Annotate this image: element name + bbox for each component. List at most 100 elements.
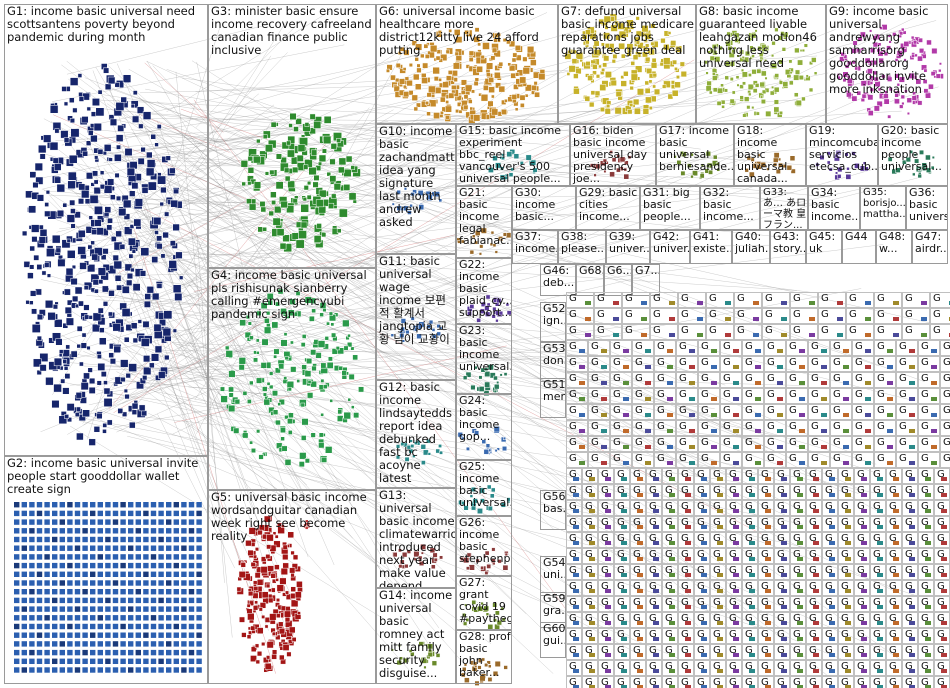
small-group-cell: G	[822, 532, 838, 548]
small-group-cell-label: G	[857, 485, 865, 496]
g1-node	[80, 342, 87, 349]
small-group-cell: G	[886, 484, 902, 500]
small-group-cell-label: G	[585, 533, 593, 544]
small-group-cell-label: G	[889, 485, 897, 496]
group-panel-g36: G36: basic universal...	[906, 186, 948, 230]
group-label-g41: G41: existe...	[693, 230, 731, 255]
small-group-cell-label: G	[937, 645, 945, 656]
small-group-node	[837, 333, 843, 337]
small-group-cell-label: G	[617, 485, 625, 496]
edge	[169, 340, 887, 652]
small-group-node	[697, 317, 703, 321]
group-panel-g20: G20: basic income people universal...	[878, 124, 948, 186]
small-group-cell: G	[902, 564, 918, 580]
small-group-cell: G	[762, 324, 790, 340]
small-group-cell-label: G	[657, 341, 665, 352]
small-group-cell: G	[934, 516, 950, 532]
small-group-node	[837, 317, 843, 321]
small-group-node	[733, 461, 739, 465]
group-label-g3: G3: minister basic ensure income recover…	[211, 4, 376, 57]
small-group-cell-label: G	[793, 533, 801, 544]
g1-node	[116, 144, 121, 150]
edge	[145, 88, 577, 168]
small-group-cell: G	[566, 580, 582, 596]
small-group-cell: G	[720, 436, 742, 452]
small-group-cell-label: G	[761, 549, 769, 560]
small-group-cell-label: G	[681, 309, 689, 320]
small-group-cell: G	[630, 548, 646, 564]
g1-node	[88, 438, 96, 446]
small-group-cell: G	[582, 660, 598, 676]
small-group-cell-label: G	[809, 597, 817, 608]
group-panel-g19: G19: mincomcuba servicios etecsa_cub...	[806, 124, 878, 186]
small-group-cell: G	[902, 468, 918, 484]
small-group-cell-label: G	[633, 533, 641, 544]
small-group-cell-label: G	[841, 469, 849, 480]
g1-node	[159, 201, 164, 207]
g1-node	[102, 423, 108, 428]
g1-node	[129, 224, 135, 229]
small-group-cell-label: G	[745, 549, 753, 560]
edge	[195, 55, 818, 92]
small-group-cell-label: G	[825, 549, 833, 560]
small-group-cell: G	[886, 660, 902, 676]
small-group-cell-label: G	[679, 453, 687, 464]
small-group-cell: G	[764, 340, 786, 356]
small-group-cell-label: G	[777, 661, 785, 672]
small-group-node	[667, 349, 673, 353]
small-group-node	[623, 461, 629, 465]
group-label-g13: G13: universal basic income climatewarri…	[379, 488, 455, 588]
small-group-cell-label: G	[701, 405, 709, 416]
edge	[182, 315, 473, 506]
group-label-g40: G40: juliah...	[735, 230, 769, 255]
g1-node	[123, 336, 130, 343]
small-group-cell: G	[874, 324, 902, 340]
small-group-cell-label: G	[569, 293, 577, 304]
edge	[118, 173, 295, 274]
small-group-cell-label: G	[905, 549, 913, 560]
small-group-cell: G	[764, 388, 786, 404]
edge	[162, 311, 578, 356]
small-group-cell: G	[566, 420, 588, 436]
edge	[157, 413, 235, 569]
small-group-cell-label: G	[841, 613, 849, 624]
g1-node	[61, 86, 67, 92]
small-group-cell-label: G	[617, 501, 625, 512]
small-group-cell-label: G	[857, 501, 865, 512]
g1-node	[62, 322, 69, 329]
small-group-cell: G	[774, 548, 790, 564]
small-group-cell-label: G	[649, 581, 657, 592]
group-panel-g52: G52: ign...	[540, 302, 566, 342]
small-group-cell: G	[650, 324, 678, 340]
edge	[106, 64, 639, 556]
small-group-cell-label: G	[877, 293, 885, 304]
small-group-cell-label: G	[873, 469, 881, 480]
small-group-cell-label: G	[777, 485, 785, 496]
small-group-cell: G	[614, 580, 630, 596]
small-group-cell: G	[822, 596, 838, 612]
small-group-cell-label: G	[833, 437, 841, 448]
small-group-cell-label: G	[921, 565, 929, 576]
group-label-g15: G15: basic income experiment bbc_reel va…	[459, 124, 565, 185]
small-group-cell-label: G	[617, 517, 625, 528]
g1-node	[101, 285, 109, 293]
small-group-cell: G	[854, 612, 870, 628]
small-group-cell-label: G	[873, 517, 881, 528]
group-label-g59: G59: gra...	[543, 592, 566, 617]
small-group-cell-label: G	[681, 293, 689, 304]
edge	[166, 10, 332, 113]
small-group-cell-label: G	[921, 485, 929, 496]
small-group-cell-label: G	[905, 325, 913, 336]
small-group-node	[667, 381, 673, 385]
small-group-cell: G	[822, 484, 838, 500]
small-group-cell: G	[582, 516, 598, 532]
small-group-cell: G	[930, 324, 950, 340]
small-group-cell: G	[874, 436, 896, 452]
small-group-cell-label: G	[921, 389, 929, 400]
small-group-cell-label: G	[569, 453, 577, 464]
small-group-cell-label: G	[841, 501, 849, 512]
small-group-cell: G	[902, 500, 918, 516]
small-group-node	[893, 317, 899, 321]
small-group-cell-label: G	[809, 501, 817, 512]
